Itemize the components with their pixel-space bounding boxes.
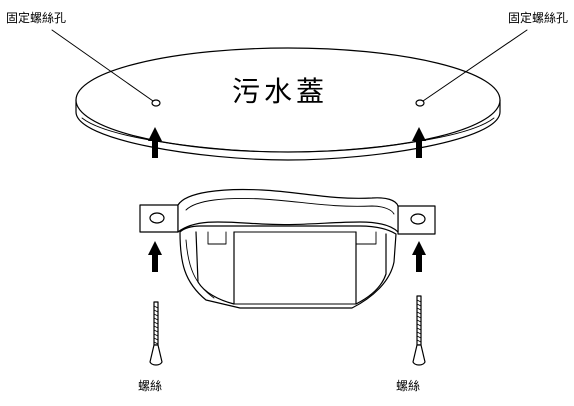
bracket-inner-shelf (207, 231, 377, 245)
bracket-side-line (185, 239, 215, 299)
sewage-lid (75, 47, 501, 161)
lid-hole-right (415, 99, 425, 107)
lid-rim (75, 99, 501, 161)
screw-right (412, 295, 426, 366)
screw-head (412, 344, 426, 366)
bracket-inner-floor (233, 231, 357, 305)
fixing-hole-label-right: 固定螺絲孔 (508, 11, 569, 25)
fixing-hole-label-left: 固定螺絲孔 (6, 11, 67, 25)
arrow-up-icon (412, 127, 426, 158)
arrow-up-icon (148, 127, 162, 158)
lid-hole-left (151, 99, 161, 107)
left-tab-hole (149, 212, 165, 224)
screw-label-right: 螺絲 (396, 379, 421, 393)
left-mounting-tab (139, 204, 179, 233)
bracket-top-rim (177, 188, 399, 233)
arrow-up-icon (412, 241, 426, 272)
screw-head (149, 344, 163, 366)
screw-thread (153, 305, 159, 345)
lid-label: 污水蓋 (232, 75, 329, 108)
arrow-up-icon (148, 241, 162, 272)
bracket-rim-inner (185, 197, 395, 215)
leader-line-right (422, 29, 528, 102)
screw-label-left: 螺絲 (138, 379, 163, 393)
screw-thread (416, 299, 422, 343)
screw-left (149, 301, 163, 366)
lid-rim-inner-line (81, 117, 495, 153)
leader-line-left (51, 29, 154, 102)
right-tab-hole (410, 213, 426, 225)
drain-bracket (139, 188, 436, 309)
right-mounting-tab (397, 205, 436, 235)
